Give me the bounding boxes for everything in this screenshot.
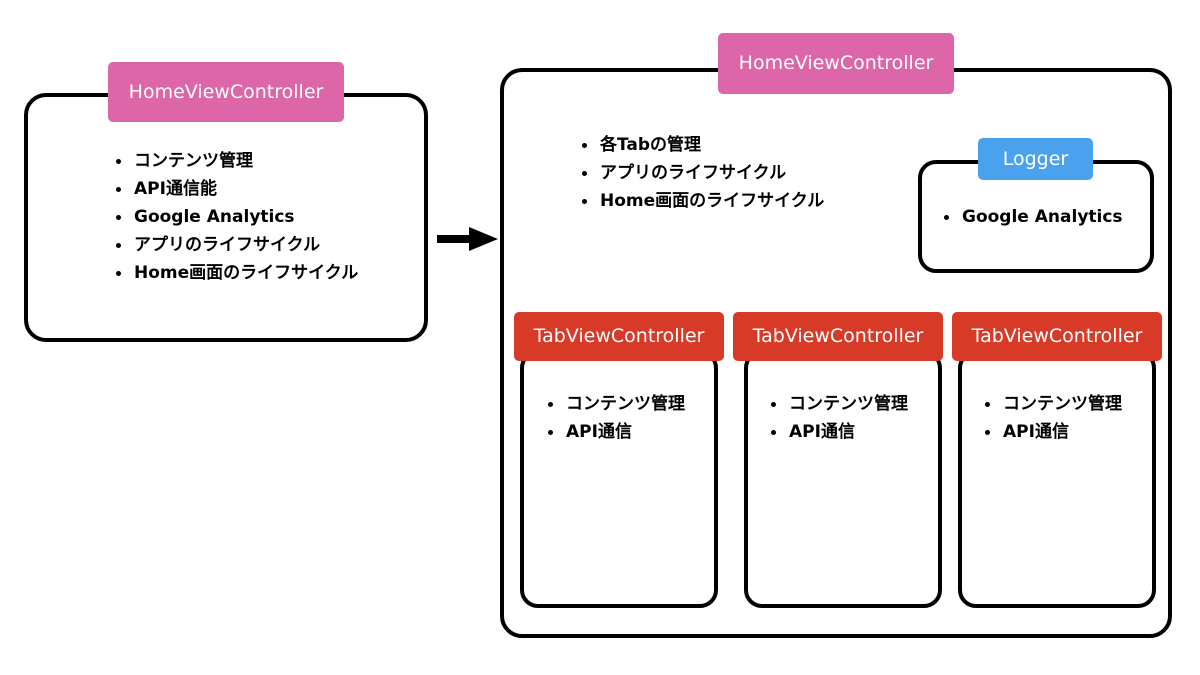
list-item: API通信: [983, 418, 1122, 446]
after-home-list: 各Tabの管理 アプリのライフサイクル Home画面のライフサイクル: [580, 131, 824, 215]
right-arrow-icon: [437, 227, 498, 251]
list-item: Home画面のライフサイクル: [580, 187, 824, 215]
logger-title: Logger: [978, 138, 1093, 180]
tab-title-1: TabViewController: [514, 312, 724, 361]
tab-box-2: [744, 350, 942, 608]
tab-box-1: [520, 350, 718, 608]
list-item: Home画面のライフサイクル: [114, 259, 358, 287]
list-item: 各Tabの管理: [580, 131, 824, 159]
logger-list: Google Analytics: [942, 203, 1123, 231]
list-item: コンテンツ管理: [983, 390, 1122, 418]
list-item: Google Analytics: [942, 203, 1123, 231]
before-home-title: HomeViewController: [108, 62, 344, 122]
list-item: Google Analytics: [114, 203, 358, 231]
list-item: API通信能: [114, 175, 358, 203]
after-home-title: HomeViewController: [718, 33, 954, 94]
tab-title-3: TabViewController: [952, 312, 1162, 361]
list-item: コンテンツ管理: [546, 390, 685, 418]
list-item: コンテンツ管理: [769, 390, 908, 418]
tab-title-2: TabViewController: [733, 312, 943, 361]
list-item: API通信: [546, 418, 685, 446]
tab-list-2: コンテンツ管理 API通信: [769, 390, 908, 446]
list-item: アプリのライフサイクル: [114, 231, 358, 259]
tab-list-3: コンテンツ管理 API通信: [983, 390, 1122, 446]
list-item: コンテンツ管理: [114, 147, 358, 175]
tab-box-3: [958, 350, 1156, 608]
tab-list-1: コンテンツ管理 API通信: [546, 390, 685, 446]
before-home-list: コンテンツ管理 API通信能 Google Analytics アプリのライフサ…: [114, 147, 358, 287]
list-item: API通信: [769, 418, 908, 446]
list-item: アプリのライフサイクル: [580, 159, 824, 187]
